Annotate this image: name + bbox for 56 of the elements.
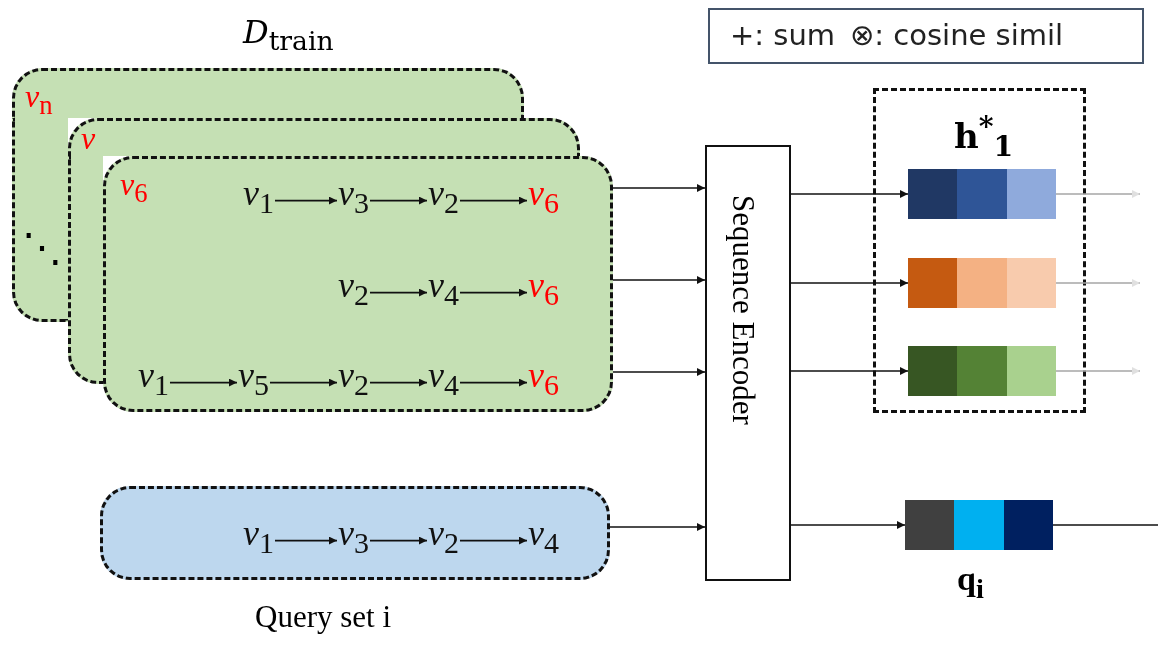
- item-symbol: v$_{1}$: [138, 355, 169, 406]
- arrow: [459, 288, 528, 297]
- arrow: [1055, 279, 1141, 287]
- arrow: [459, 378, 528, 387]
- legend-text: ⊗: cosine simil: [850, 18, 1064, 52]
- target-symbol: v$_{6}$: [120, 167, 148, 211]
- encoder-label: Sequence Encoder: [725, 195, 761, 425]
- item-symbol: v$_{1}$: [243, 513, 274, 564]
- encoder-box: [705, 145, 791, 581]
- item-symbol: v$_{2}$: [338, 355, 369, 406]
- embedding-bar: [908, 169, 1056, 219]
- arrow: [369, 288, 428, 297]
- item-symbol: v$_{2}$: [428, 513, 459, 564]
- arrow: [369, 536, 428, 545]
- set-title: D$_{train}$: [243, 13, 334, 57]
- arrow: [612, 368, 706, 376]
- item-symbol: v$_{6}$: [528, 173, 559, 224]
- arrow: [612, 276, 706, 284]
- arrow: [369, 378, 428, 387]
- arrow: [169, 378, 238, 387]
- arrow: [790, 190, 909, 198]
- target-symbol: v: [81, 121, 96, 155]
- item-symbol: v$_{2}$: [428, 173, 459, 224]
- arrow: [459, 536, 528, 545]
- item-symbol: v$_{4}$: [428, 265, 459, 316]
- item-symbol: v$_{4}$: [528, 513, 559, 564]
- embedding-bar: [908, 258, 1056, 308]
- item-symbol: v$_{6}$: [528, 265, 559, 316]
- arrow: [274, 536, 338, 545]
- item-symbol: v$_{3}$: [338, 173, 369, 224]
- item-symbol: v$_{2}$: [338, 265, 369, 316]
- arrow: [274, 196, 338, 205]
- embedding-bar: [908, 346, 1056, 396]
- arrow: [612, 184, 706, 192]
- ellipsis-mark: ⋱: [22, 224, 62, 270]
- arrow: [790, 367, 909, 375]
- target-symbol: v$_{n}$: [25, 79, 53, 123]
- item-symbol: v$_{3}$: [338, 513, 369, 564]
- item-symbol: v$_{6}$: [528, 355, 559, 406]
- arrow: [269, 378, 338, 387]
- legend-text: +: sum: [730, 18, 836, 52]
- item-symbol: v$_{1}$: [243, 173, 274, 224]
- query-embedding-label: q$_{i}$: [957, 560, 984, 605]
- arrow: [1055, 190, 1141, 198]
- query-set-label: Query set i: [255, 599, 392, 635]
- sequence-card: [103, 156, 613, 412]
- arrow: [1055, 367, 1141, 375]
- arrow: [790, 279, 909, 287]
- sequence-card: [68, 118, 580, 156]
- arrow: [790, 521, 906, 529]
- arrow: [369, 196, 428, 205]
- arrow: [459, 196, 528, 205]
- item-symbol: v$_{5}$: [238, 355, 269, 406]
- embedding-group-box: [873, 88, 1086, 413]
- arrow: [609, 523, 706, 531]
- item-symbol: v$_{4}$: [428, 355, 459, 406]
